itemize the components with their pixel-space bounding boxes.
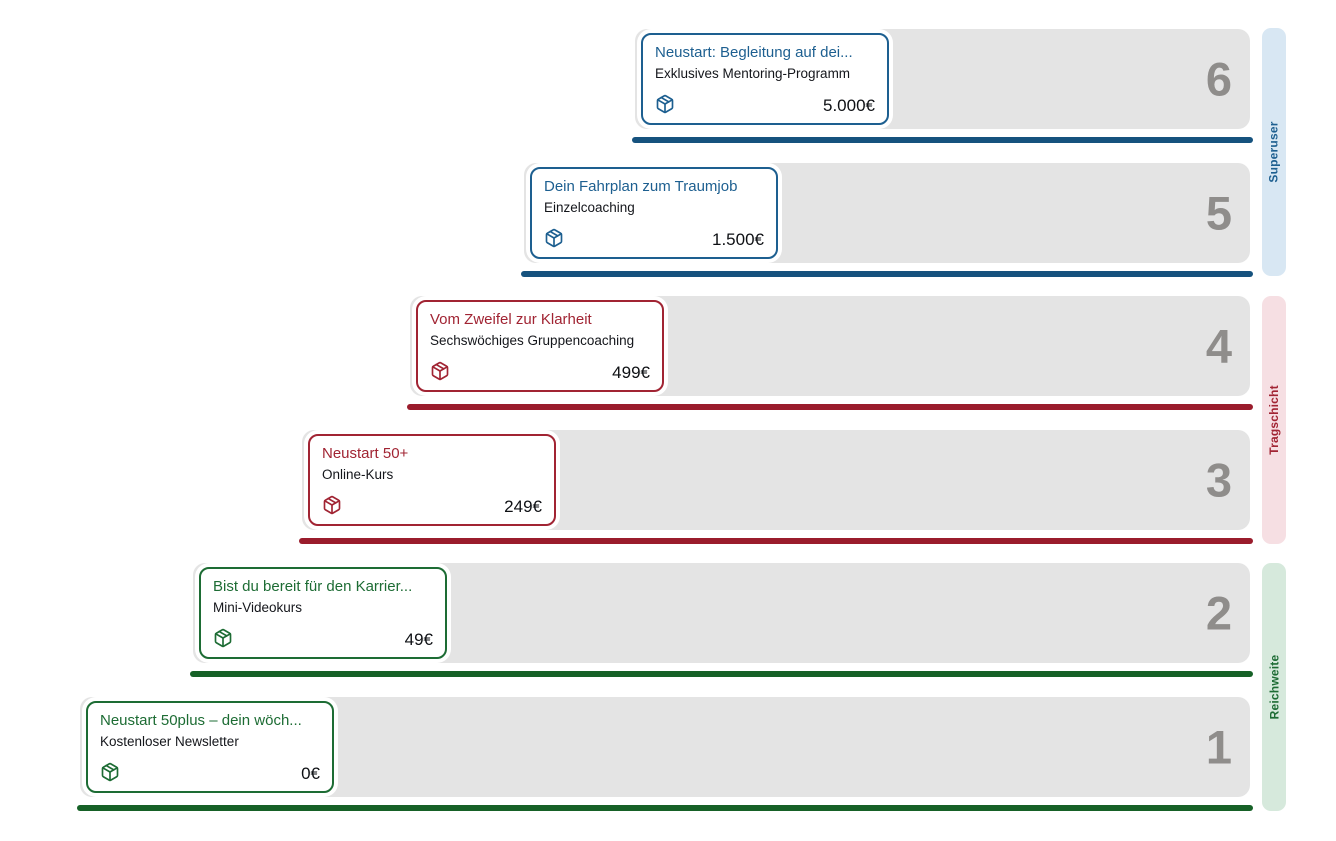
step-number: 2 <box>1205 586 1232 640</box>
product-card[interactable]: Bist du bereit für den Karrier... Mini-V… <box>199 567 447 659</box>
ladder-step-bar: Dein Fahrplan zum Traumjob Einzelcoachin… <box>524 162 1250 263</box>
product-subtitle: Exklusives Mentoring-Programm <box>655 66 851 82</box>
step-number: 4 <box>1205 319 1232 373</box>
product-price: 0€ <box>301 763 320 783</box>
step-underline <box>521 270 1253 277</box>
step-underline <box>407 404 1253 410</box>
step-number: 3 <box>1205 453 1232 506</box>
ladder-step-bar: Bist du bereit für den Karrier... Mini-V… <box>193 563 1250 663</box>
product-card-footer: 49€ <box>213 628 433 648</box>
group-label: Tragschicht <box>1267 384 1281 455</box>
product-subtitle: Einzelcoaching <box>544 199 635 215</box>
product-card-footer: 5.000€ <box>655 94 875 114</box>
ladder-step: Vom Zweifel zur Klarheit Sechswöchiges G… <box>407 296 1253 416</box>
step-underline <box>299 537 1253 544</box>
ladder-step: Neustart 50+ Online-Kurs 249€ <box>299 429 1253 550</box>
product-card[interactable]: Dein Fahrplan zum Traumjob Einzelcoachin… <box>530 166 778 259</box>
step-number: 5 <box>1205 186 1232 239</box>
ladder-step: Neustart 50plus – dein wöch... Kostenlos… <box>77 696 1253 817</box>
product-subtitle: Online-Kurs <box>322 466 394 482</box>
product-title: Bist du bereit für den Karrier... <box>213 578 413 595</box>
product-title: Neustart: Begleitung auf dei... <box>655 44 853 61</box>
package-icon <box>544 228 564 248</box>
group-strip-tragschicht: Tragschicht <box>1262 295 1286 544</box>
product-title: Dein Fahrplan zum Traumjob <box>544 177 738 195</box>
package-icon <box>655 94 675 114</box>
product-subtitle: Sechswöchiges Gruppencoaching <box>430 333 635 349</box>
product-title: Neustart 50plus – dein wöch... <box>100 711 302 729</box>
product-subtitle: Kostenloser Newsletter <box>100 733 239 749</box>
step-underline <box>77 804 1253 811</box>
step-underline <box>190 671 1253 677</box>
package-icon <box>100 762 120 782</box>
package-icon <box>322 495 342 515</box>
product-title: Neustart 50+ <box>322 444 409 462</box>
step-number: 6 <box>1205 52 1232 106</box>
package-icon <box>430 361 450 381</box>
step-underline <box>632 137 1253 143</box>
product-title: Vom Zweifel zur Klarheit <box>430 311 592 328</box>
product-card[interactable]: Neustart: Begleitung auf dei... Exklusiv… <box>641 33 889 125</box>
ladder-step-bar: Neustart 50plus – dein wöch... Kostenlos… <box>80 696 1250 797</box>
step-number: 1 <box>1205 720 1232 773</box>
ladder-step: Neustart: Begleitung auf dei... Exklusiv… <box>632 29 1253 149</box>
product-card-footer: 1.500€ <box>544 228 764 248</box>
product-card[interactable]: Vom Zweifel zur Klarheit Sechswöchiges G… <box>416 300 664 392</box>
ladder-step: Dein Fahrplan zum Traumjob Einzelcoachin… <box>521 162 1253 283</box>
group-strip-reichweite: Reichweite <box>1262 563 1286 811</box>
product-price: 5.000€ <box>823 96 875 115</box>
ladder-step-bar: Vom Zweifel zur Klarheit Sechswöchiges G… <box>410 296 1250 396</box>
group-strip-superuser: Superuser <box>1262 28 1286 276</box>
product-price: 249€ <box>504 496 542 516</box>
group-label: Superuser <box>1267 121 1281 183</box>
product-card-footer: 499€ <box>430 361 650 381</box>
product-price: 1.500€ <box>712 229 764 249</box>
product-card[interactable]: Neustart 50plus – dein wöch... Kostenlos… <box>86 700 334 793</box>
ladder-step: Bist du bereit für den Karrier... Mini-V… <box>190 563 1253 683</box>
ladder-step-bar: Neustart 50+ Online-Kurs 249€ <box>302 429 1250 530</box>
product-price: 49€ <box>404 630 433 649</box>
product-card-footer: 249€ <box>322 495 542 515</box>
group-label: Reichweite <box>1267 654 1282 720</box>
product-card[interactable]: Neustart 50+ Online-Kurs 249€ <box>308 433 556 526</box>
package-icon <box>213 628 233 648</box>
product-card-footer: 0€ <box>100 762 320 782</box>
product-subtitle: Mini-Videokurs <box>213 600 303 616</box>
ladder-step-bar: Neustart: Begleitung auf dei... Exklusiv… <box>635 29 1250 129</box>
product-price: 499€ <box>612 363 650 382</box>
